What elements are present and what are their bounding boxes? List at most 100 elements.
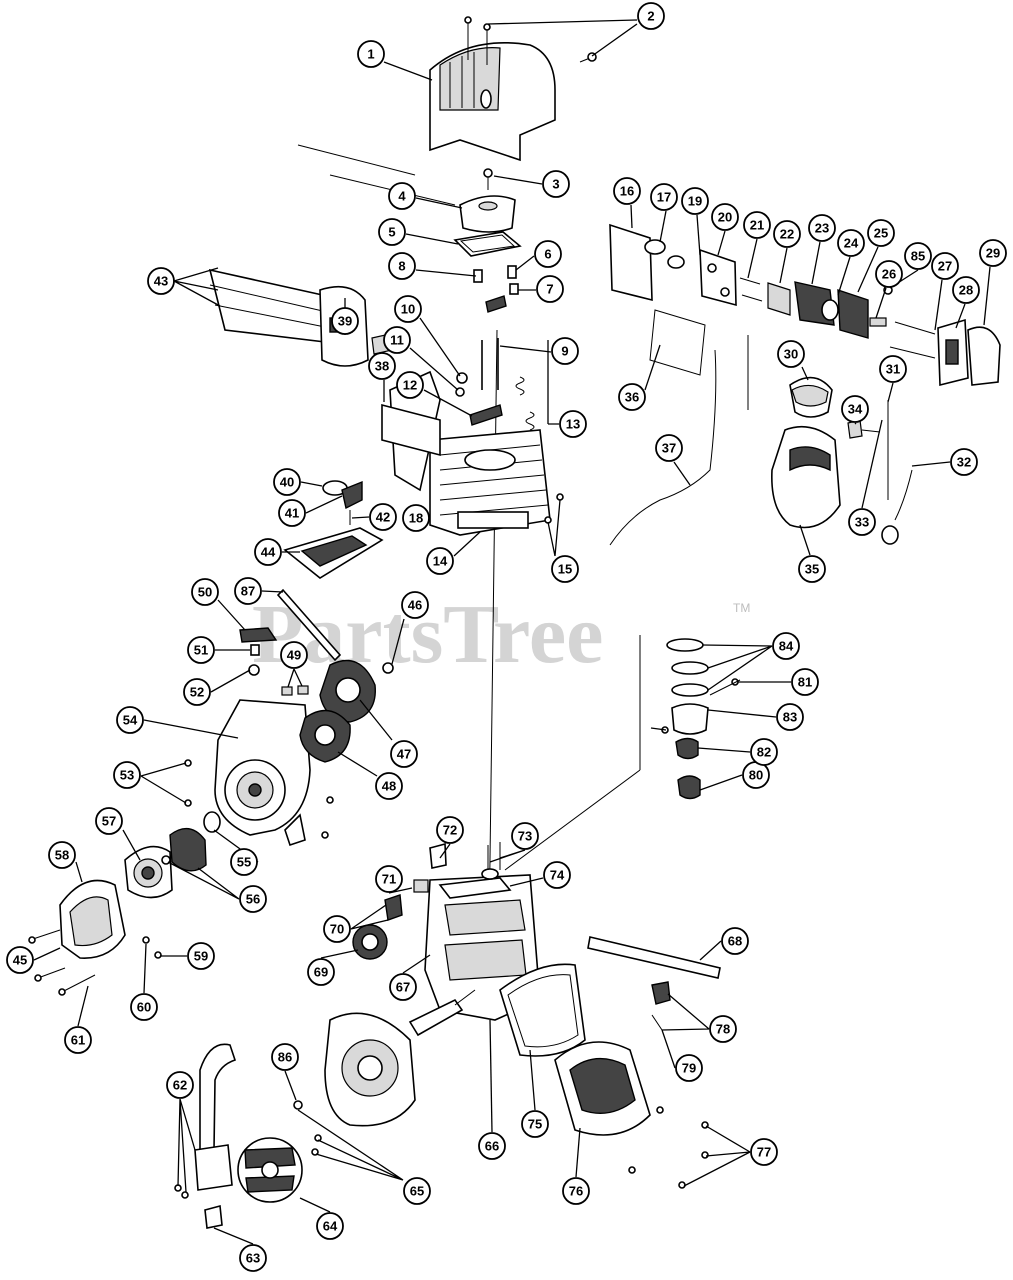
- callout-number: 5: [388, 225, 395, 240]
- callout-50: 50: [191, 578, 219, 606]
- engine-housing: [293, 1012, 416, 1156]
- callout-2: 2: [637, 2, 665, 30]
- callout-number: 71: [382, 872, 396, 887]
- callout-number: 8: [398, 259, 405, 274]
- callout-80: 80: [742, 761, 770, 789]
- callout-47: 47: [390, 740, 418, 768]
- callout-63: 63: [239, 1244, 267, 1272]
- callout-78: 78: [709, 1015, 737, 1043]
- engine-cover: [429, 42, 556, 162]
- clutch-bearing-stack: [661, 638, 741, 800]
- callout-62: 62: [166, 1071, 194, 1099]
- callout-number: 18: [409, 511, 423, 526]
- callout-number: 65: [410, 1184, 424, 1199]
- callout-17: 17: [650, 183, 678, 211]
- callout-72: 72: [436, 816, 464, 844]
- callout-number: 22: [780, 227, 794, 242]
- callout-8: 8: [388, 252, 416, 280]
- callout-number: 10: [401, 302, 415, 317]
- callout-43: 43: [147, 267, 175, 295]
- drive-shaft: [587, 936, 721, 979]
- callout-42: 42: [369, 503, 397, 531]
- callout-number: 74: [550, 868, 565, 883]
- callout-86: 86: [271, 1043, 299, 1071]
- callout-77: 77: [750, 1138, 778, 1166]
- callout-number: 64: [323, 1219, 338, 1234]
- callout-number: 82: [757, 745, 771, 760]
- callout-53: 53: [113, 761, 141, 789]
- callout-number: 41: [285, 506, 299, 521]
- cylinder-studs: [455, 338, 535, 431]
- callout-66: 66: [478, 1132, 506, 1160]
- callout-number: 72: [443, 823, 457, 838]
- callout-52: 52: [183, 678, 211, 706]
- callout-69: 69: [307, 958, 335, 986]
- air-filter-parts: [283, 480, 384, 579]
- fuel-tank: [771, 376, 881, 529]
- callout-67: 67: [389, 973, 417, 1001]
- callout-64: 64: [316, 1212, 344, 1240]
- muffler-cover: [453, 168, 522, 257]
- callout-16: 16: [613, 177, 641, 205]
- callout-number: 45: [13, 953, 27, 968]
- callout-24: 24: [837, 229, 865, 257]
- callout-number: 28: [959, 283, 973, 298]
- callout-40: 40: [273, 468, 301, 496]
- callout-number: 79: [682, 1061, 696, 1076]
- callout-6: 6: [534, 240, 562, 268]
- callout-13: 13: [559, 410, 587, 438]
- callout-75: 75: [521, 1110, 549, 1138]
- callout-55: 55: [230, 848, 258, 876]
- spark-plug-parts: [473, 265, 519, 313]
- callout-7: 7: [536, 275, 564, 303]
- callout-number: 83: [783, 710, 797, 725]
- watermark-trademark: TM: [733, 601, 750, 615]
- callout-12: 12: [396, 371, 424, 399]
- callout-29: 29: [979, 239, 1007, 267]
- leader-lines: [33, 19, 991, 1245]
- callout-number: 46: [408, 598, 422, 613]
- callout-number: 62: [173, 1078, 187, 1093]
- callout-number: 63: [246, 1251, 260, 1266]
- callout-number: 47: [397, 747, 411, 762]
- callout-49: 49: [280, 641, 308, 669]
- callout-number: 75: [528, 1117, 542, 1132]
- callout-number: 81: [798, 675, 812, 690]
- callout-5: 5: [378, 218, 406, 246]
- callout-number: 55: [237, 855, 251, 870]
- callout-26: 26: [875, 260, 903, 288]
- callout-1: 1: [357, 40, 385, 68]
- callout-87: 87: [234, 577, 262, 605]
- callout-81: 81: [791, 668, 819, 696]
- callout-number: 35: [805, 562, 819, 577]
- callout-number: 29: [986, 246, 1000, 261]
- callout-number: 42: [376, 510, 390, 525]
- callout-number: 1: [367, 47, 374, 62]
- callout-number: 80: [749, 768, 763, 783]
- callout-number: 85: [911, 249, 925, 264]
- callout-number: 57: [102, 814, 116, 829]
- callout-25: 25: [867, 219, 895, 247]
- callout-79: 79: [675, 1054, 703, 1082]
- callout-76: 76: [562, 1177, 590, 1205]
- callout-number: 11: [390, 333, 404, 348]
- callout-38: 38: [368, 352, 396, 380]
- callout-number: 23: [815, 221, 829, 236]
- ignition-switch: [651, 981, 671, 1031]
- callout-73: 73: [511, 822, 539, 850]
- callout-61: 61: [64, 1026, 92, 1054]
- callout-4: 4: [388, 182, 416, 210]
- carburetor-assembly: [609, 223, 1001, 410]
- callout-20: 20: [711, 203, 739, 231]
- starter-handle: [239, 588, 394, 696]
- callout-14: 14: [426, 547, 454, 575]
- callout-71: 71: [375, 865, 403, 893]
- callout-65: 65: [403, 1177, 431, 1205]
- callout-number: 58: [55, 848, 69, 863]
- cover-screws: [464, 16, 597, 65]
- callout-number: 76: [569, 1184, 583, 1199]
- callout-70: 70: [323, 915, 351, 943]
- callout-number: 48: [382, 779, 396, 794]
